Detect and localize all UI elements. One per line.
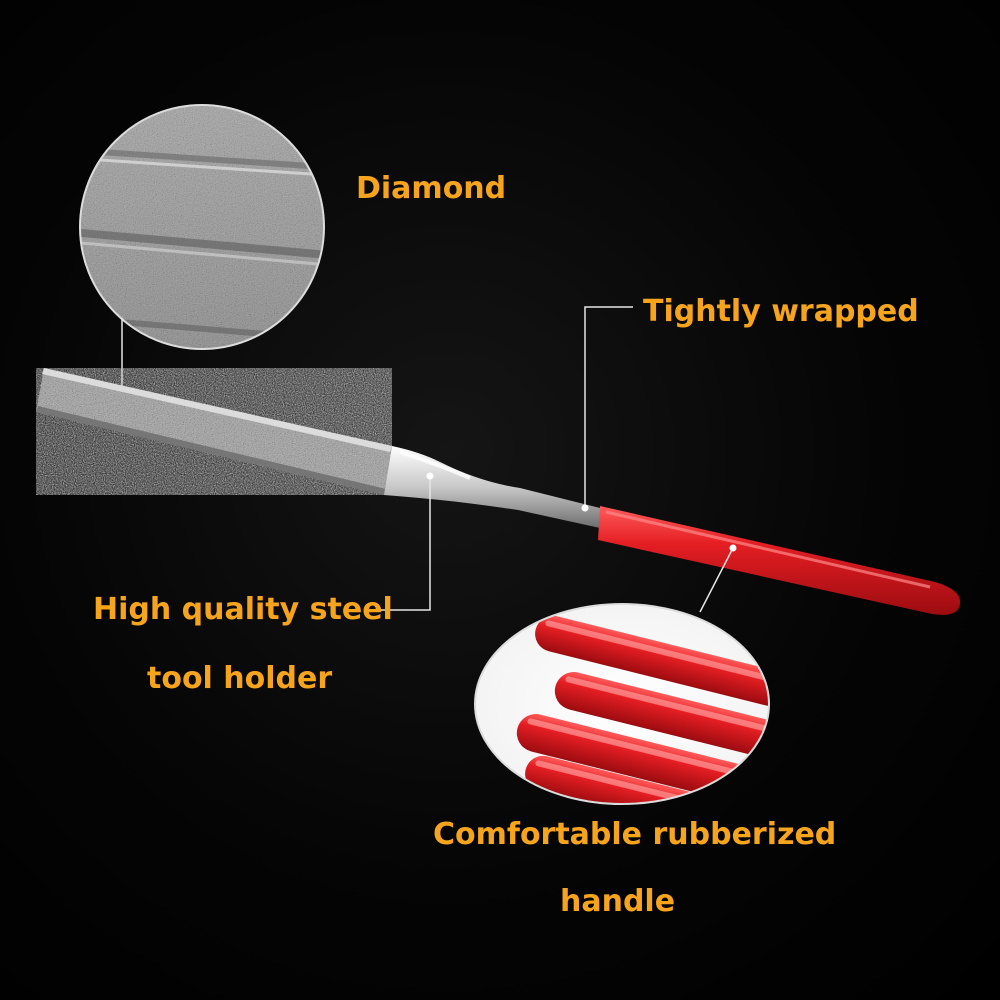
diamond-surface-zoom (79, 104, 325, 350)
rubber-handle-zoom (474, 603, 770, 805)
handle-leader-line (699, 547, 734, 613)
diamond-file-tool (36, 368, 961, 615)
diamond-blade (36, 368, 392, 495)
tightly-wrapped-label: Tightly wrapped (643, 294, 919, 329)
steel-holder-leader-line (372, 476, 431, 611)
handle-label-line1: Comfortable rubberized (433, 817, 837, 852)
steel-holder-label-line2: tool holder (147, 661, 333, 696)
diamond-label: Diamond (356, 171, 507, 206)
tightly-wrapped-leader-line (584, 306, 633, 508)
steel-holder-label-line1: High quality steel (93, 592, 393, 627)
tightly-wrapped-leader-dot (581, 504, 589, 512)
red-handle (598, 506, 961, 615)
steel-holder-leader-dot (426, 472, 434, 480)
handle-label-line2: handle (560, 884, 676, 919)
handle-leader-dot (729, 544, 737, 552)
